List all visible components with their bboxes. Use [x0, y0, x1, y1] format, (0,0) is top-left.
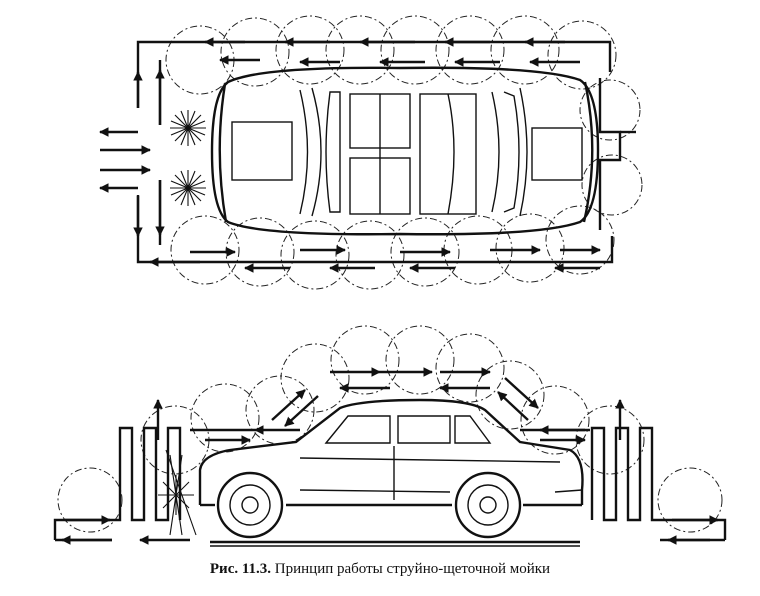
- figure-caption: Рис. 11.3. Принцип работы струйно-щеточн…: [0, 561, 760, 578]
- top-view-spray-nozzles: [170, 110, 206, 206]
- top-view-brushes: [165, 15, 643, 290]
- side-view-spray-nozzle: [158, 449, 197, 536]
- top-view: [99, 15, 643, 290]
- side-view-arrows: [61, 367, 719, 545]
- figure-caption-text: Принцип работы струйно-щеточной мойки: [274, 561, 551, 577]
- side-view: [53, 325, 727, 547]
- figure-number: Рис. 11.3.: [209, 561, 272, 577]
- car-top-view: [210, 66, 600, 236]
- side-view-flow-lines: [53, 426, 727, 542]
- top-view-arrows: [99, 37, 601, 273]
- car-side-view: [198, 398, 584, 547]
